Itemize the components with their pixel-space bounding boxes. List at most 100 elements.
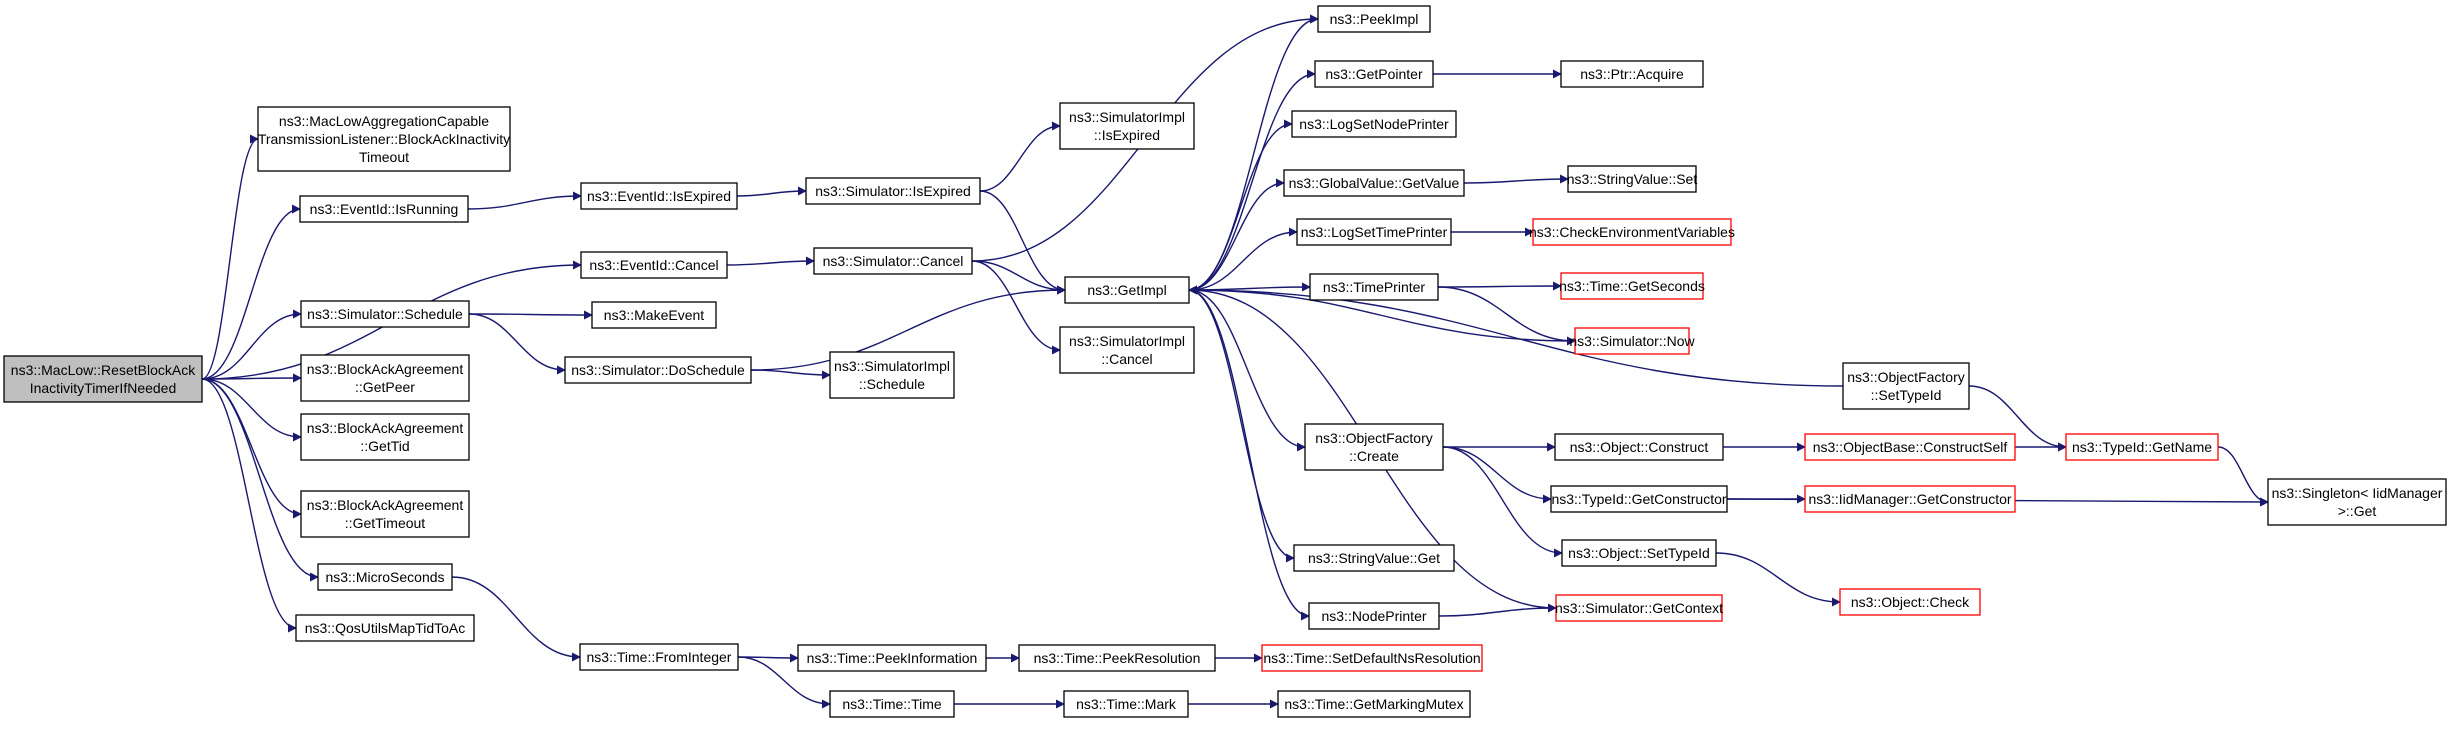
node-box [1555,594,1723,622]
node-sgc[interactable]: ns3::Simulator::GetContext [1555,594,1723,622]
node-ochk[interactable]: ns3::Object::Check [1839,588,1981,616]
edge-ss-to-me [468,310,593,320]
node-sn[interactable]: ns3::Simulator::Now [1569,327,1696,355]
node-box [805,177,981,205]
edge-root-to-ms [201,378,319,582]
edge-gi-to-gp [1188,69,1316,291]
node-tpr[interactable]: ns3::Time::PeekResolution [1018,644,1216,672]
node-gi[interactable]: ns3::GetImpl [1064,276,1190,304]
node-box [1283,169,1465,197]
node-label: ns3::Time::PeekInformation [807,650,978,666]
node-me[interactable]: ns3::MakeEvent [591,301,717,329]
node-pa[interactable]: ns3::Ptr::Acquire [1560,60,1704,88]
node-label: ns3::Simulator::Cancel [823,253,964,269]
node-ms[interactable]: ns3::MicroSeconds [317,563,453,591]
node-box [257,106,511,172]
node-box [1309,273,1439,301]
node-oc[interactable]: ns3::Object::Construct [1554,433,1724,461]
node-obcs[interactable]: ns3::ObjectBase::ConstructSelf [1804,433,2016,461]
node-pi[interactable]: ns3::PeekImpl [1317,5,1431,33]
edge-eic-to-sc [726,256,815,266]
node-tpi[interactable]: ns3::Time::PeekInformation [797,644,987,672]
node-label: ns3::Time::GetSeconds [1559,278,1705,294]
node-label: ns3::TypeId::GetConstructor [1551,491,1726,507]
node-box [1560,272,1704,300]
node-tt[interactable]: ns3::Time::Time [829,690,955,718]
node-label: ::GetPeer [355,379,415,395]
node-ost[interactable]: ns3::Object::SetTypeId [1561,539,1717,567]
node-bagtid[interactable]: ns3::BlockAckAgreement::GetTid [300,413,470,461]
node-cev[interactable]: ns3::CheckEnvironmentVariables [1529,218,1735,246]
node-np[interactable]: ns3::NodePrinter [1308,602,1440,630]
node-lsnp[interactable]: ns3::LogSetNodePrinter [1291,110,1457,138]
node-tign[interactable]: ns3::TypeId::GetName [2065,433,2219,461]
node-label: ns3::Time::FromInteger [587,649,732,665]
node-ss[interactable]: ns3::Simulator::Schedule [300,300,470,328]
node-label: ns3::SimulatorImpl [1069,109,1185,125]
node-box [1804,433,2016,461]
node-sie[interactable]: ns3::Simulator::IsExpired [805,177,981,205]
edge-tign-to-sglm [2217,446,2269,507]
node-tgs[interactable]: ns3::Time::GetSeconds [1559,272,1705,300]
node-box [580,182,738,210]
node-sc[interactable]: ns3::Simulator::Cancel [813,247,973,275]
node-label: ns3::Object::Construct [1570,439,1709,455]
edge-root-to-mlatl [201,134,259,380]
node-box [580,251,728,279]
node-mlatl[interactable]: ns3::MacLowAggregationCapableTransmissio… [257,106,511,172]
node-siie[interactable]: ns3::SimulatorImpl::IsExpired [1059,102,1195,150]
edge-eie-to-sie [736,186,807,197]
node-label: ns3::GetPointer [1325,66,1423,82]
node-tfi[interactable]: ns3::Time::FromInteger [579,643,739,671]
node-label: ::Create [1349,448,1399,464]
node-label: ns3::GlobalValue::GetValue [1289,175,1460,191]
node-box [797,644,987,672]
edge-tp-to-sn [1437,286,1576,346]
edge-root-to-bagto [201,378,302,519]
node-label: ns3::Object::SetTypeId [1568,545,1710,561]
node-box [1018,644,1216,672]
node-sglm[interactable]: ns3::Singleton< IidManager >::Get [2267,478,2447,526]
edge-gi-to-ofc [1188,289,1306,452]
edge-root-to-bagtid [201,378,302,442]
node-qos[interactable]: ns3::QosUtilsMapTidToAc [295,614,475,642]
node-sisch[interactable]: ns3::SimulatorImpl::Schedule [829,351,955,399]
edge-ofst-to-tign [1968,385,2067,452]
edge-sn-to-gi [1188,285,1576,342]
node-tgmm[interactable]: ns3::Time::GetMarkingMutex [1277,690,1471,718]
node-lstp[interactable]: ns3::LogSetTimePrinter [1296,218,1452,246]
node-eir[interactable]: ns3::EventId::IsRunning [299,195,469,223]
node-eie[interactable]: ns3::EventId::IsExpired [580,182,738,210]
node-bagp[interactable]: ns3::BlockAckAgreement::GetPeer [300,354,470,402]
node-gvgv[interactable]: ns3::GlobalValue::GetValue [1283,169,1465,197]
node-label: ns3::LogSetNodePrinter [1299,116,1449,132]
node-box [3,355,203,403]
node-label: ns3::GetImpl [1087,282,1166,298]
node-label: ns3::Object::Check [1851,594,1970,610]
node-sds[interactable]: ns3::Simulator::DoSchedule [564,356,752,384]
edge-ofst-to-gi [1188,285,1844,387]
node-box [1560,60,1704,88]
node-bagto[interactable]: ns3::BlockAckAgreement::GetTimeout [300,490,470,538]
edge-gi-to-svg [1188,289,1295,563]
node-gp[interactable]: ns3::GetPointer [1314,60,1434,88]
node-tsdnr[interactable]: ns3::Time::SetDefaultNsResolution [1261,644,1483,672]
node-label: ns3::MakeEvent [604,307,704,323]
node-eic[interactable]: ns3::EventId::Cancel [580,251,728,279]
node-box [2065,433,2219,461]
node-root[interactable]: ns3::MacLow::ResetBlockAckInactivityTime… [3,355,203,403]
node-tigc[interactable]: ns3::TypeId::GetConstructor [1550,485,1728,513]
node-tp[interactable]: ns3::TimePrinter [1309,273,1439,301]
edge-root-to-qos [201,378,297,633]
node-svg[interactable]: ns3::StringValue::Get [1293,544,1455,572]
edge-ost-to-ochk [1715,552,1841,607]
node-box [829,351,955,399]
node-svs[interactable]: ns3::StringValue::Set [1567,165,1698,193]
node-box [1317,5,1431,33]
node-label: ns3::ObjectBase::ConstructSelf [1813,439,2008,455]
node-ofst[interactable]: ns3::ObjectFactory::SetTypeId [1842,362,1970,410]
node-tm[interactable]: ns3::Time::Mark [1063,690,1189,718]
node-imgc[interactable]: ns3::IidManager::GetConstructor [1804,485,2016,513]
node-sic[interactable]: ns3::SimulatorImpl::Cancel [1059,326,1195,374]
node-ofc[interactable]: ns3::ObjectFactory::Create [1304,423,1444,471]
